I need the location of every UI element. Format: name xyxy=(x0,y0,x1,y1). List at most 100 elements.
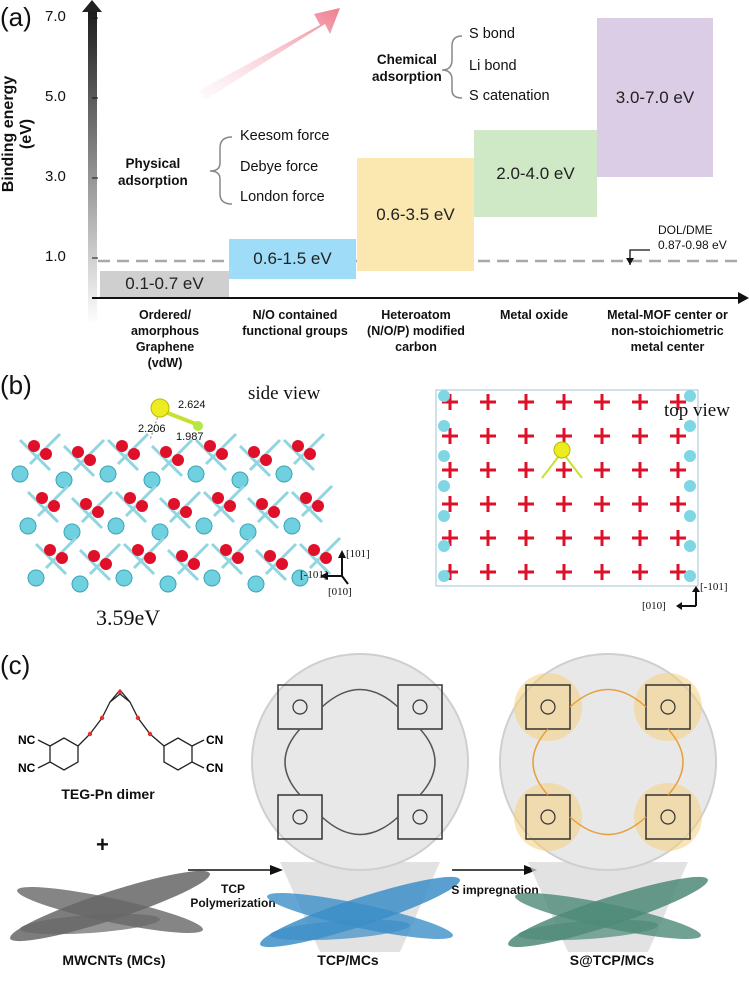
physical-adsorption-title: Physical adsorption xyxy=(118,156,188,188)
oxygen-atom xyxy=(256,498,268,510)
cobalt-center xyxy=(660,699,676,715)
metal-atom xyxy=(684,420,696,432)
metal-atom xyxy=(684,450,696,462)
stcp-bubble xyxy=(499,653,717,952)
oxygen-atom xyxy=(40,448,52,460)
s-impregnation-label: S impregnation xyxy=(451,883,539,897)
metal-atom xyxy=(283,517,301,535)
oxygen-atom xyxy=(132,544,144,556)
metal-atom xyxy=(438,540,450,552)
sulfur-glow xyxy=(634,783,702,851)
metal-atom xyxy=(231,471,249,489)
oxygen-atom xyxy=(232,552,244,564)
metal-atom xyxy=(438,570,450,582)
li-bond: Li bond xyxy=(469,58,517,74)
mwcnt-label: MWCNTs (MCs) xyxy=(62,952,166,968)
metal-atom xyxy=(107,517,125,535)
top-axis-left: [010] xyxy=(642,600,666,612)
category-graphene: Ordered/amorphous Graphene(vdW) xyxy=(130,308,200,370)
oxygen-atom xyxy=(72,446,84,458)
cn-label-1: CN xyxy=(206,733,223,747)
panel-a-axes xyxy=(82,0,749,324)
oxygen-atom xyxy=(188,558,200,570)
teg-linker xyxy=(284,688,436,836)
metal-atom xyxy=(438,390,450,402)
sulfur-glow xyxy=(514,673,582,741)
cobalt-center xyxy=(412,699,428,715)
metal-atom xyxy=(63,523,81,541)
oxygen-atom xyxy=(92,506,104,518)
metal-atom xyxy=(143,471,161,489)
energy-box-metal-oxide: 2.0-4.0 eV xyxy=(474,130,597,217)
oxygen-atom xyxy=(128,448,140,460)
metal-atom xyxy=(19,517,37,535)
oxygen-atom xyxy=(84,454,96,466)
oxygen-atom xyxy=(212,492,224,504)
oxygen-atom xyxy=(176,550,188,562)
top-view-axes xyxy=(676,586,700,610)
metal-atom xyxy=(291,569,309,587)
energy-box-heteroatom: 0.6-3.5 eV xyxy=(357,158,474,271)
polymerization-arrow xyxy=(188,865,283,875)
sulfur-glow xyxy=(634,673,702,741)
oxygen-atom xyxy=(136,500,148,512)
oxygen-atom xyxy=(36,492,48,504)
metal-atom xyxy=(239,523,257,541)
y-axis-arrowhead xyxy=(82,0,102,12)
debye-force: Debye force xyxy=(240,159,319,175)
s-catenation: S catenation xyxy=(469,88,550,104)
metal-atom xyxy=(71,575,89,593)
top-view-crystal xyxy=(435,389,699,587)
oxygen-atom xyxy=(320,552,332,564)
physical-brace xyxy=(209,136,233,205)
metal-atom xyxy=(684,480,696,492)
oxygen-atom xyxy=(308,544,320,556)
oxygen-atom xyxy=(204,440,216,452)
oxygen-atom xyxy=(304,448,316,460)
top-axis-up: [-101] xyxy=(700,581,728,593)
s-bond: S bond xyxy=(469,26,515,42)
oxygen-atom xyxy=(56,552,68,564)
metal-atom xyxy=(247,575,265,593)
cobalt-center xyxy=(292,809,308,825)
oxygen-atom xyxy=(116,440,128,452)
ytick-5: 5.0 xyxy=(45,88,66,105)
crystal-lattice xyxy=(11,398,342,593)
cobalt-center xyxy=(540,699,556,715)
teg-pn-dimer-structure: NC NC CN CN xyxy=(18,688,223,775)
panel-a-label: (a) xyxy=(0,2,32,32)
energy-label: 3.59eV xyxy=(96,605,161,630)
sulfur-glow xyxy=(514,783,582,851)
metal-atom xyxy=(159,575,177,593)
side-axis-down: [010] xyxy=(328,586,352,598)
y-axis-gradient-bar xyxy=(88,8,97,324)
top-view-label: top view xyxy=(664,400,730,421)
oxygen-atom xyxy=(224,500,236,512)
oxygen-atom xyxy=(248,446,260,458)
zoom-bubble xyxy=(251,653,469,871)
polymerization-label: TCP Polymerization xyxy=(190,882,276,910)
side-view-axes xyxy=(320,550,349,585)
side-view-label: side view xyxy=(248,383,321,404)
oxygen-atom xyxy=(300,492,312,504)
nanotube xyxy=(20,913,160,935)
oxygen-atom xyxy=(28,440,40,452)
lithium-atom xyxy=(193,421,203,431)
oxygen-atom xyxy=(160,446,172,458)
dol-arrow xyxy=(629,249,650,265)
oxygen-atom xyxy=(144,552,156,564)
bond-length-3: 1.987 xyxy=(176,431,204,443)
oxygen-atom xyxy=(48,500,60,512)
bond-length-1: 2.624 xyxy=(178,399,206,411)
stcp-label: S@TCP/MCs xyxy=(569,952,655,968)
oxygen-atom xyxy=(268,506,280,518)
metal-atom xyxy=(99,465,117,483)
nc-label-2: NC xyxy=(18,761,36,775)
side-axis-left: [-101] xyxy=(300,569,328,581)
sulfur-atom xyxy=(150,398,170,418)
nanotube xyxy=(518,919,658,941)
london-force: London force xyxy=(240,189,325,205)
tcp-label: TCP/MCs xyxy=(317,952,379,968)
trend-arrow xyxy=(200,8,340,100)
